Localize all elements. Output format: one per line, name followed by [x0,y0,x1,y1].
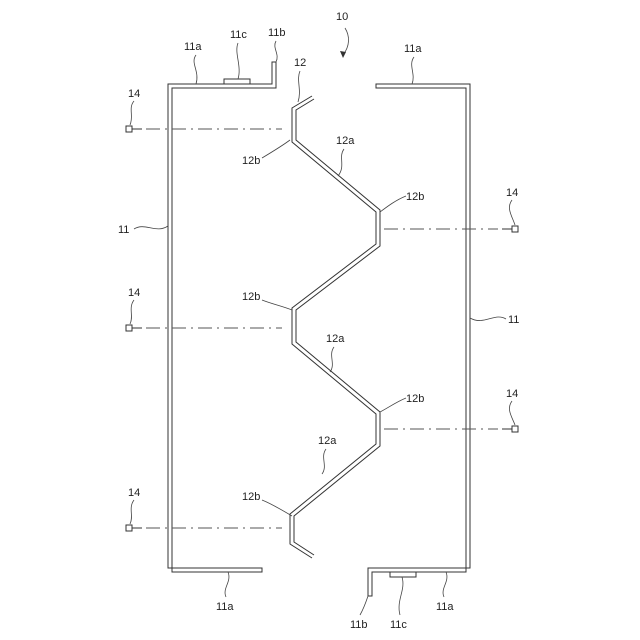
label-11c-top: 11c [230,29,247,41]
label-12b-2: 12b [406,191,424,203]
leader-14-d [509,200,515,225]
label-11a-top-right: 11a [404,43,422,55]
leader-11a-top-right [412,57,414,84]
label-14-e: 14 [506,388,518,400]
bolt-left-bottom [126,525,282,531]
leader-11-right [470,317,506,321]
right-frame-member [368,84,470,596]
leader-11a-top-left [194,55,197,84]
label-12a-3: 12a [318,435,337,447]
leader-12b-4 [380,398,406,412]
right-pad-11c [390,572,416,577]
label-14-d: 14 [506,187,518,199]
leader-14-b [130,300,134,324]
bolt-right-lower [384,426,518,432]
leader-11c-top [237,43,239,79]
leader-12a-2 [330,347,334,372]
label-11-right: 11 [508,314,519,326]
label-11b-bottom: 11b [350,619,368,631]
bolt-left-top [126,126,282,132]
label-12b-1: 12b [242,155,260,167]
bolt-left-middle [126,325,282,331]
label-11a-top-left: 11a [184,41,202,53]
bolt-right-upper [384,226,518,232]
label-11c-bottom: 11c [390,619,407,631]
label-11a-bottom-right: 11a [436,601,454,613]
leader-11c-bottom [399,577,403,615]
leader-12b-5 [262,500,292,516]
label-11a-bottom-left: 11a [216,601,234,613]
arrow-head-10 [340,51,346,58]
corrugated-panel [290,96,380,558]
leader-14-a [130,101,134,125]
leader-12b-2 [380,196,406,212]
label-14-b: 14 [128,287,140,299]
leader-12a-3 [322,449,326,474]
label-14-a: 14 [128,88,140,100]
leader-11-left [134,226,168,229]
label-12: 12 [294,57,306,69]
leader-14-c [130,500,134,524]
label-11b-top: 11b [268,27,286,39]
leader-12b-1 [262,140,290,158]
label-12b-3: 12b [242,291,260,303]
leader-12a-1 [338,149,344,176]
label-12b-4: 12b [406,393,424,405]
label-12a-1: 12a [336,135,355,147]
leader-12 [298,71,300,102]
label-12a-2: 12a [326,333,345,345]
label-10: 10 [336,11,348,23]
leader-11b-bottom [360,596,368,615]
leader-14-e [509,401,515,425]
leader-10 [343,28,349,55]
leader-11a-bottom-right [443,572,447,597]
label-14-c: 14 [128,487,140,499]
left-pad-11c [224,79,250,84]
leader-11b-top [275,41,277,62]
leader-11a-bottom-left [225,572,229,597]
label-12b-5: 12b [242,491,260,503]
leader-12b-3 [262,300,292,310]
label-11-left: 11 [118,224,129,236]
